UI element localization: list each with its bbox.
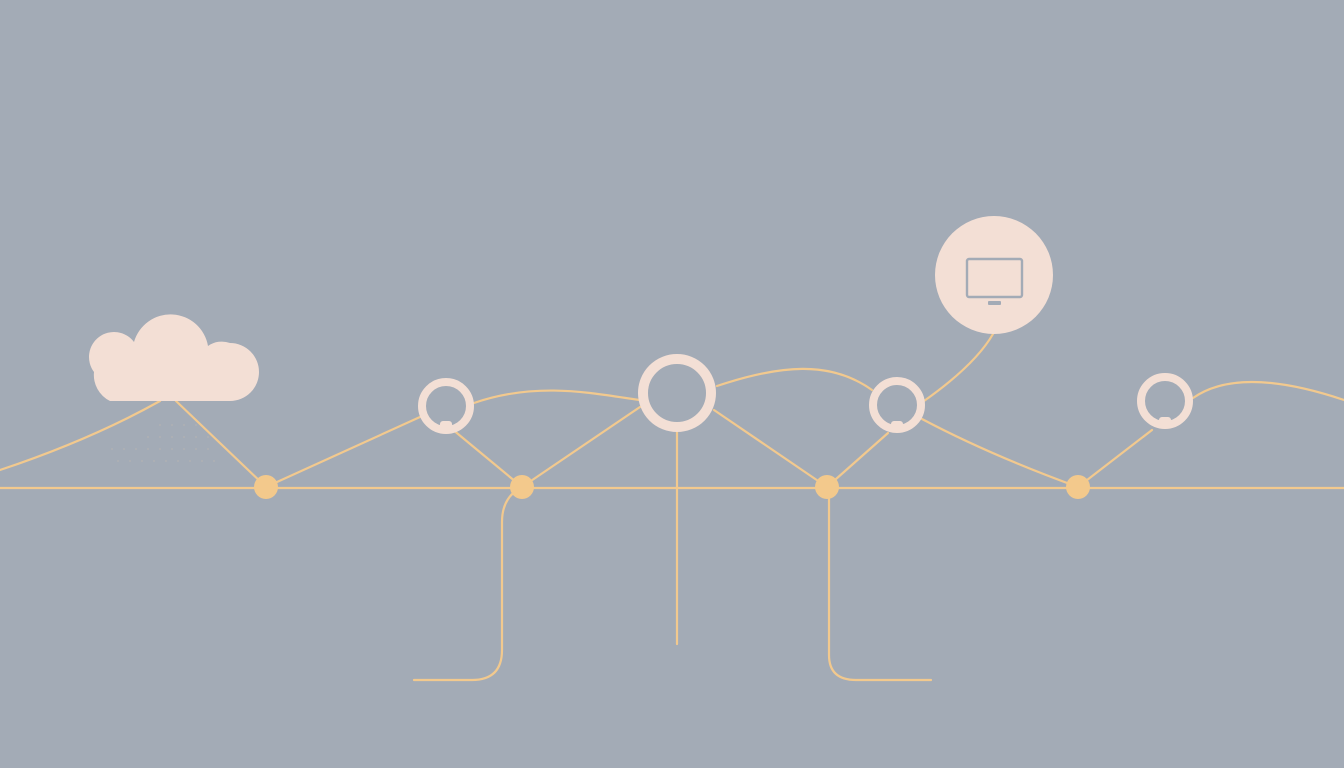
cloud-node[interactable] (89, 314, 259, 401)
device-1-icon (440, 421, 452, 428)
device-1-ring (418, 378, 474, 434)
link-cloud-junction-1 (174, 399, 268, 489)
link-junction-2-hub (520, 405, 642, 489)
link-device-1-junction-2 (450, 427, 524, 489)
device-2-ring (869, 377, 925, 433)
link-junction-3-device-2 (825, 431, 890, 489)
dot-texture (111, 424, 215, 462)
junction-1 (254, 475, 278, 499)
link-left-wave (0, 399, 162, 472)
ring-icon (638, 354, 716, 432)
cloud-icon (89, 314, 259, 401)
monitor-node[interactable] (935, 216, 1053, 334)
link-device-3-right-wave (1191, 380, 1344, 402)
junction-4 (1066, 475, 1090, 499)
junction-2 (510, 475, 534, 499)
device-node-1[interactable] (418, 378, 474, 434)
link-device-2-monitor (922, 332, 995, 403)
hub-node[interactable] (638, 354, 716, 432)
link-device-2-junction-4 (920, 417, 1080, 489)
link-junction-1-device-1 (264, 415, 422, 489)
link-junction-2-drop (412, 485, 524, 682)
device-3-ring (1137, 373, 1193, 429)
junction-3 (815, 475, 839, 499)
monitor-node-disc (935, 216, 1053, 334)
link-device-1-hub-arc (472, 389, 642, 405)
device-node-3[interactable] (1137, 373, 1193, 429)
device-node-2[interactable] (869, 377, 925, 433)
device-2-icon (891, 421, 903, 428)
link-hub-junction-3 (712, 408, 829, 489)
junctions (254, 475, 1090, 499)
connections (0, 332, 1344, 682)
link-junction-3-drop (827, 494, 933, 682)
device-3-icon (1159, 417, 1171, 424)
link-hub-device-2-arc (715, 367, 874, 392)
link-junction-4-device-3 (1076, 428, 1154, 489)
monitor-icon (965, 257, 1024, 305)
